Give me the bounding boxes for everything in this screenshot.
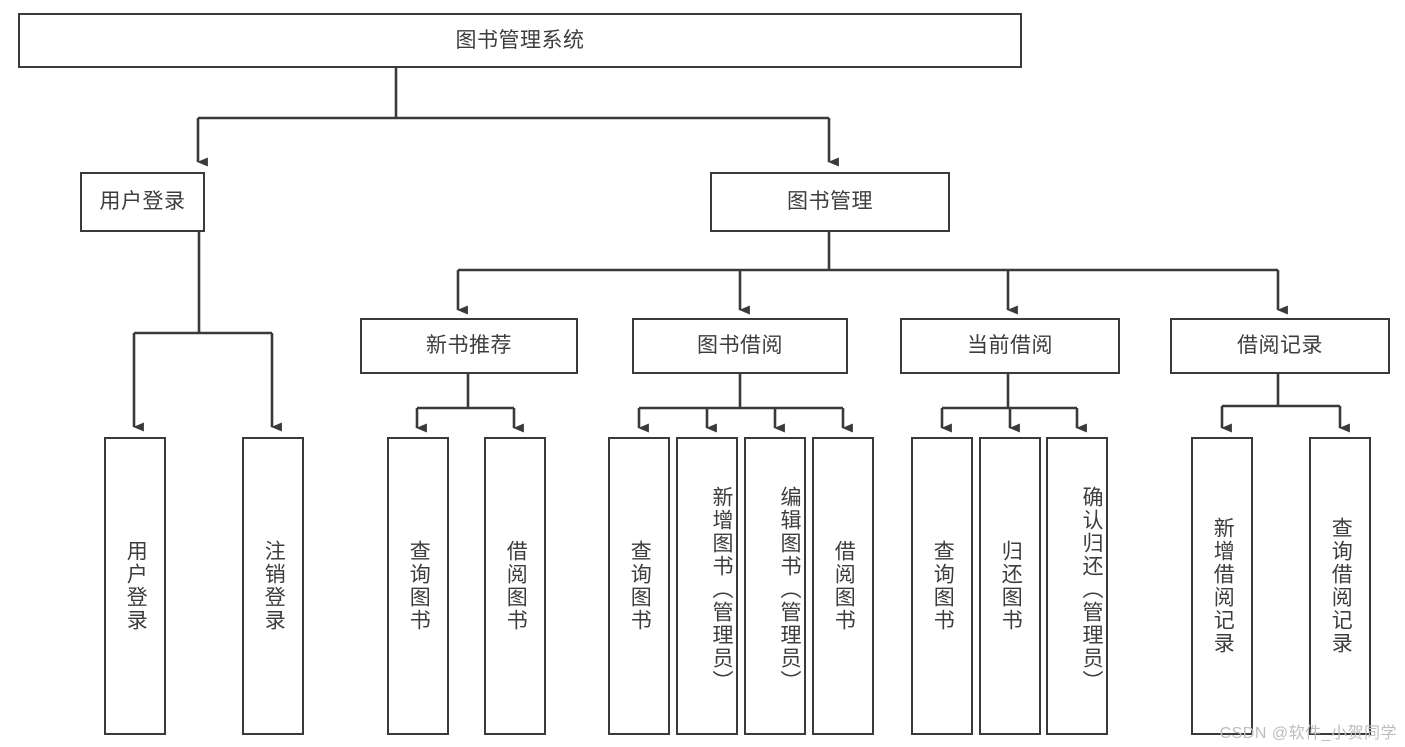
leaf-borrow-book-1[interactable]: 借阅图书 (484, 437, 546, 735)
leaf-edit-book[interactable]: 编辑图书（管理员） (744, 437, 806, 735)
node-book-borrow-label: 图书借阅 (697, 334, 783, 358)
leaf-user-logout-label: 注销登录 (262, 540, 286, 632)
node-user-login[interactable]: 用户登录 (80, 172, 205, 232)
leaf-return-book-label: 归还图书 (999, 540, 1023, 632)
leaf-borrow-book-2-label: 借阅图书 (832, 540, 856, 632)
node-new-book-recommend-label: 新书推荐 (426, 334, 512, 358)
node-book-manage-label: 图书管理 (787, 190, 873, 214)
leaf-return-book[interactable]: 归还图书 (979, 437, 1041, 735)
leaf-add-record-label: 新增借阅记录 (1211, 517, 1235, 655)
leaf-add-record[interactable]: 新增借阅记录 (1191, 437, 1253, 735)
node-book-borrow[interactable]: 图书借阅 (632, 318, 848, 374)
leaf-confirm-return-label: 确认归还（管理员） (1080, 485, 1103, 693)
leaf-borrow-book-2[interactable]: 借阅图书 (812, 437, 874, 735)
leaf-query-record-label: 查询借阅记录 (1329, 517, 1353, 655)
leaf-user-login-label: 用户登录 (124, 540, 148, 632)
leaf-query-book-3[interactable]: 查询图书 (911, 437, 973, 735)
leaf-query-record[interactable]: 查询借阅记录 (1309, 437, 1371, 735)
leaf-user-login[interactable]: 用户登录 (104, 437, 166, 735)
leaf-query-book-1[interactable]: 查询图书 (387, 437, 449, 735)
node-new-book-recommend[interactable]: 新书推荐 (360, 318, 578, 374)
node-borrow-record-label: 借阅记录 (1237, 334, 1323, 358)
leaf-confirm-return[interactable]: 确认归还（管理员） (1046, 437, 1108, 735)
node-borrow-record[interactable]: 借阅记录 (1170, 318, 1390, 374)
leaf-query-book-2-label: 查询图书 (628, 540, 652, 632)
node-user-login-label: 用户登录 (99, 190, 186, 214)
node-root[interactable]: 图书管理系统 (18, 13, 1022, 68)
leaf-borrow-book-1-label: 借阅图书 (504, 540, 528, 632)
leaf-add-book[interactable]: 新增图书（管理员） (676, 437, 738, 735)
node-root-label: 图书管理系统 (455, 28, 585, 52)
node-current-borrow[interactable]: 当前借阅 (900, 318, 1120, 374)
leaf-user-logout[interactable]: 注销登录 (242, 437, 304, 735)
leaf-query-book-1-label: 查询图书 (407, 540, 431, 632)
leaf-edit-book-label: 编辑图书（管理员） (778, 485, 801, 693)
leaf-query-book-2[interactable]: 查询图书 (608, 437, 670, 735)
node-current-borrow-label: 当前借阅 (967, 334, 1053, 358)
leaf-add-book-label: 新增图书（管理员） (710, 485, 733, 693)
node-book-manage[interactable]: 图书管理 (710, 172, 950, 232)
watermark: CSDN @软件_小贺同学 (1219, 725, 1397, 742)
leaf-query-book-3-label: 查询图书 (931, 540, 955, 632)
